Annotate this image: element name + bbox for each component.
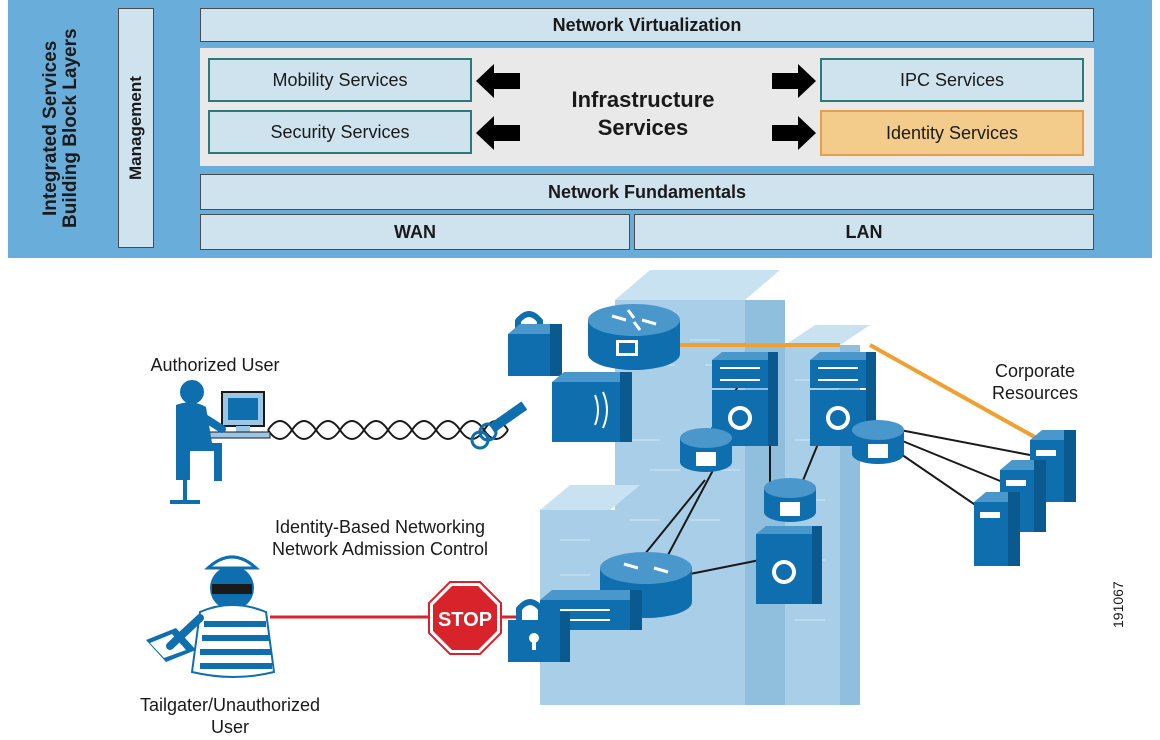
stop-sign-icon: STOP: [428, 581, 502, 655]
identity-services-box: Identity Services: [820, 110, 1084, 156]
tailgater-icon: [146, 555, 276, 678]
voice-router-icon: [852, 420, 904, 464]
infrastructure-services-title: Infrastructure Services: [571, 87, 715, 140]
identity-networking-label: Identity-Based Networking: [274, 517, 486, 537]
arrow-left-icon: [476, 116, 520, 150]
security-services-box: Security Services: [208, 110, 472, 154]
network-fundamentals-layer: Network Fundamentals: [200, 174, 1094, 210]
corporate-resources-label-line1: Corporate: [994, 361, 1076, 381]
authorized-user-icon: [170, 380, 271, 504]
multilayer-switch-icon: [756, 526, 822, 604]
layers-side-label: Integrated Services Building Block Layer…: [40, 28, 81, 228]
voice-router-icon: [680, 428, 732, 472]
arrow-right-icon: [772, 116, 816, 150]
ipc-services-box: IPC Services: [820, 58, 1084, 102]
arrow-left-icon: [476, 64, 520, 98]
lan-layer: LAN: [634, 214, 1094, 250]
server-icon: [974, 492, 1020, 566]
figure-number: 191067: [1110, 581, 1126, 628]
wan-layer: WAN: [200, 214, 630, 250]
management-layer: Management: [118, 8, 154, 248]
tailgater-label-line1: Tailgater/Unauthorized: [139, 695, 321, 715]
network-admission-control-label: Network Admission Control: [271, 539, 489, 559]
multilayer-switch-icon: [712, 352, 778, 446]
corporate-resources-label-line2: Resources: [991, 383, 1079, 403]
tailgater-label-line2: User: [210, 717, 249, 737]
access-point-icon: [552, 372, 632, 442]
network-diagram: STOP: [146, 270, 1076, 705]
router-icon: [588, 304, 680, 370]
mobility-services-box: Mobility Services: [208, 58, 472, 102]
authorized-user-label: Authorized User: [150, 355, 280, 375]
network-virtualization-layer: Network Virtualization: [200, 8, 1094, 42]
stop-sign-text: STOP: [438, 609, 492, 631]
padlock-icon: [508, 599, 570, 662]
voice-router-icon: [764, 478, 816, 522]
lock-key-icon: [470, 311, 562, 450]
arrow-right-icon: [772, 64, 816, 98]
